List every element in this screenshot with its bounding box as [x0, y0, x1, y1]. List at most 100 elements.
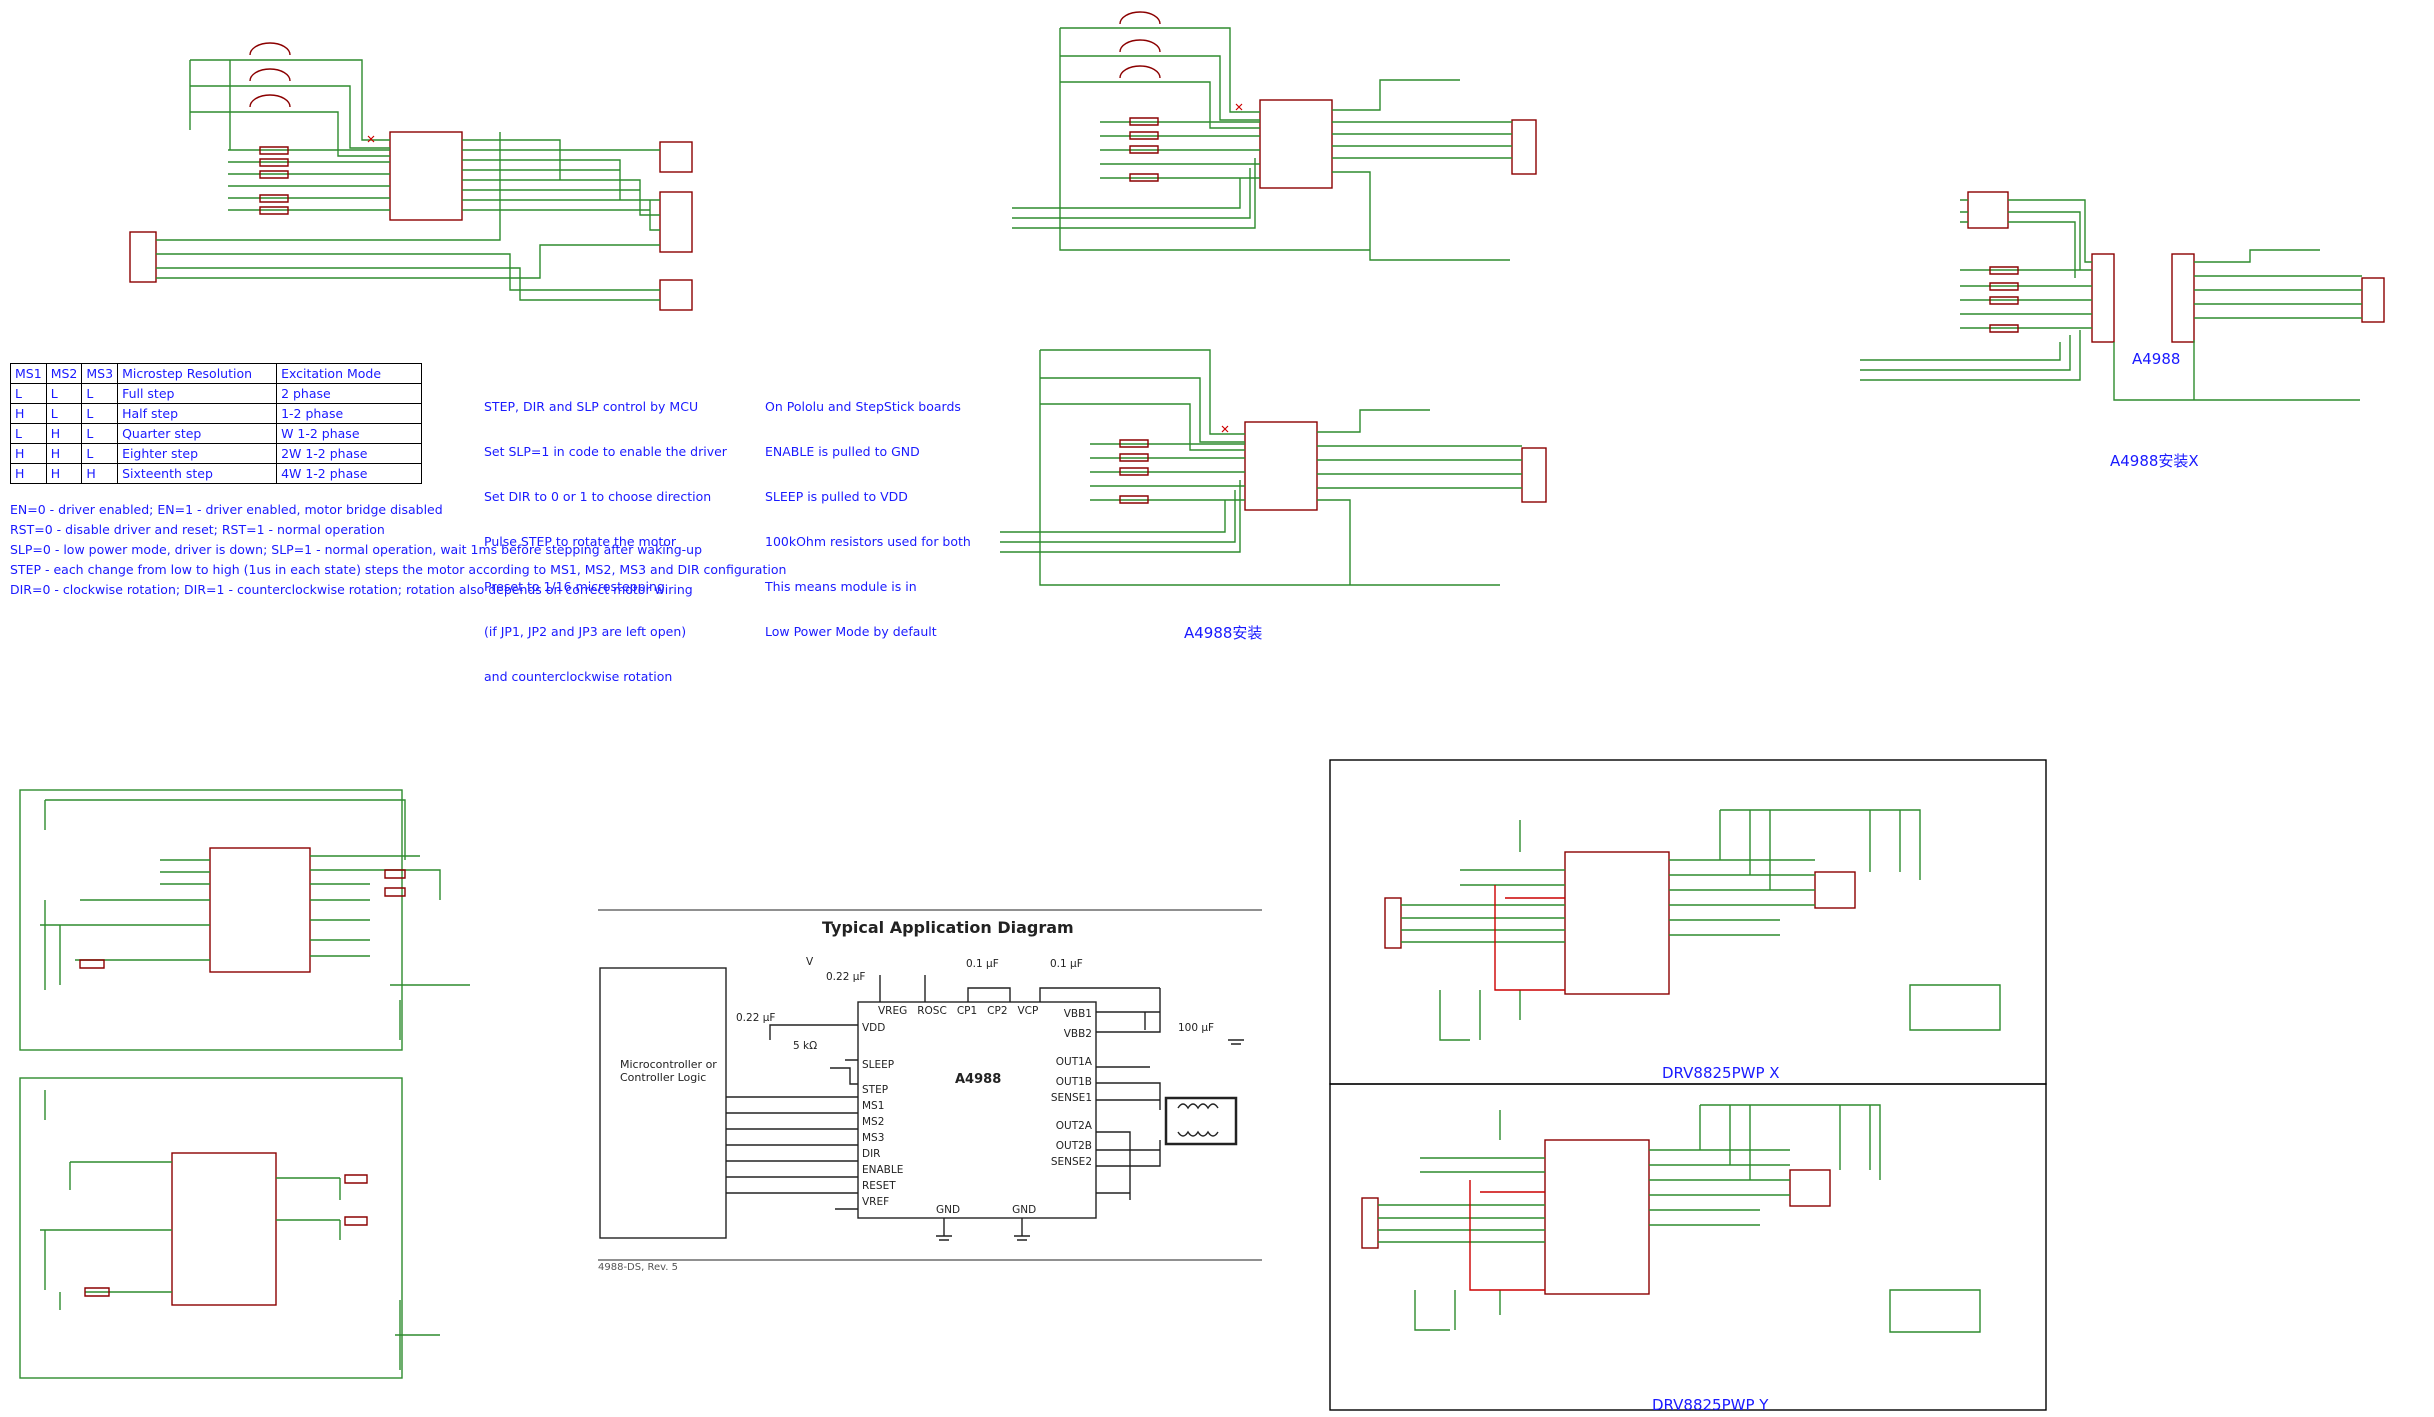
note-line: and counterclockwise rotation	[484, 669, 673, 684]
table-cell: L	[45, 383, 83, 404]
tad-pin: STEP	[862, 1084, 889, 1096]
pololu-notes: On Pololu and StepStick boards ENABLE is…	[765, 369, 971, 654]
note-line: 100kOhm resistors used for both	[765, 534, 971, 549]
tad-pin: OUT1A	[1055, 1056, 1092, 1068]
col-ms3: MS3	[81, 363, 119, 384]
table-cell: Full step	[117, 383, 278, 404]
u1-jumpers	[249, 42, 291, 108]
table-cell: H	[45, 443, 83, 464]
table-cell: L	[10, 423, 47, 444]
tad-pin: DIR	[862, 1148, 881, 1160]
note-line: (if JP1, JP2 and JP3 are left open)	[484, 624, 687, 639]
tad-pin: ENABLE	[862, 1164, 904, 1176]
col-ms2: MS2	[45, 363, 83, 384]
typical-diagram-title: Typical Application Diagram	[822, 918, 1074, 937]
tad-cap1-label: 0.22 µF	[826, 971, 866, 983]
tad-a4988-box	[857, 1001, 1097, 1219]
table-cell: 1-2 phase	[276, 403, 423, 424]
u5-section	[19, 1077, 440, 1379]
h4-connector	[1521, 447, 1547, 503]
tad-pin: MS2	[862, 1116, 885, 1128]
u10-resistors	[1129, 117, 1159, 182]
note-rst: RST=0 - disable driver and reset; RST=1 …	[10, 522, 385, 537]
tad-pin: VREF	[862, 1196, 890, 1208]
section-title-a4988-install: A4988安装	[1184, 624, 1263, 642]
table-row: L H L Quarter step W 1-2 phase	[10, 423, 423, 444]
table-cell: Eighter step	[117, 443, 278, 464]
tad-pin: VDD	[862, 1022, 886, 1034]
u10-wires	[1012, 27, 1512, 261]
section-title-a4988-install-x: A4988安装X	[2110, 452, 2199, 470]
note-line: This means module is in	[765, 579, 917, 594]
h2-connector	[1361, 1197, 1379, 1249]
note-en: EN=0 - driver enabled; EN=1 - driver ena…	[10, 502, 443, 517]
j1-connector	[1967, 191, 2009, 229]
tad-pin: VBB1	[1063, 1008, 1092, 1020]
drv-x-chip	[1564, 851, 1670, 995]
u4-socket	[2171, 253, 2195, 343]
tad-left-pins: VDD SLEEP STEP MS1 MS2 MS3 DIR ENABLE RE…	[862, 1020, 903, 1210]
u1-chip	[389, 131, 463, 221]
table-cell: W 1-2 phase	[276, 423, 423, 444]
table-cell: H	[45, 463, 83, 484]
p2-connector	[659, 141, 693, 173]
table-cell: L	[81, 383, 119, 404]
u5-resistors	[84, 1174, 368, 1297]
u9-resistors	[79, 869, 406, 969]
u11-wires	[1000, 349, 1522, 586]
tad-pin: VBB2	[1063, 1028, 1092, 1040]
typical-diagram-footer: 4988-DS, Rev. 5	[598, 1262, 678, 1273]
table-cell: 2 phase	[276, 383, 423, 404]
control-notes: STEP, DIR and SLP control by MCU Set SLP…	[484, 369, 727, 699]
table-cell: Half step	[117, 403, 278, 424]
table-cell: 4W 1-2 phase	[276, 463, 423, 484]
p1-connector	[659, 191, 693, 253]
note-line: Pulse STEP to rotate the motor	[484, 534, 677, 549]
tad-bottom-pins: GND GND	[936, 1204, 1036, 1216]
table-cell: H	[45, 423, 83, 444]
table-cell: H	[10, 443, 47, 464]
drv-x-section	[1329, 759, 2047, 1085]
u5-wires	[40, 1090, 440, 1370]
note-slp: SLP=0 - low power mode, driver is down; …	[10, 542, 703, 557]
tad-vdd-label: V	[806, 956, 814, 968]
tad-pin: ROSC	[917, 1005, 947, 1017]
u5-chip	[171, 1152, 277, 1306]
tad-pin: GND	[936, 1204, 961, 1216]
u1-wires	[156, 59, 660, 301]
drv-y-section	[1329, 1083, 2047, 1411]
tad-chip-label: A4988	[955, 1072, 1002, 1087]
table-row: H H L Eighter step 2W 1-2 phase	[10, 443, 423, 464]
u11-section	[1000, 349, 1547, 586]
table-cell: L	[45, 403, 83, 424]
tad-pin: MS1	[862, 1100, 885, 1112]
tad-pin: MS3	[862, 1132, 885, 1144]
table-row: H L L Half step 1-2 phase	[10, 403, 423, 424]
tad-top-pins: VREG ROSC CP1 CP2 VCP	[878, 1005, 1038, 1017]
note-line: Set SLP=1 in code to enable the driver	[484, 444, 727, 459]
u10-section	[1012, 11, 1537, 261]
tad-ground-symbols	[936, 1039, 1244, 1241]
tad-cap5-label: 100 µF	[1178, 1022, 1215, 1034]
section-title-drv-y: DRV8825PWP Y	[1652, 1396, 1769, 1414]
drv-y-red-wires	[1469, 1180, 1545, 1291]
tad-cap3-label: 0.1 µF	[1050, 958, 1083, 970]
tad-pin: OUT2A	[1055, 1120, 1092, 1132]
no-connect-markers	[367, 103, 1243, 433]
col-excitation: Excitation Mode	[276, 363, 423, 384]
a4988-x-section	[1860, 191, 2385, 401]
u5-border	[19, 1077, 403, 1379]
tad-pin: GND	[1012, 1204, 1037, 1216]
col-ms1: MS1	[10, 363, 47, 384]
table-cell: L	[81, 423, 119, 444]
typical-app-diagram	[598, 909, 1262, 1261]
u9-chip	[209, 847, 311, 973]
note-line: Set DIR to 0 or 1 to choose direction	[484, 489, 712, 504]
tad-pin: SENSE2	[1050, 1156, 1092, 1168]
h1-connector	[2361, 277, 2385, 323]
a4988-x-resistors	[1989, 266, 2019, 333]
section-title-drv-x: DRV8825PWP X	[1662, 1064, 1780, 1082]
section-title-a4988: A4988	[2132, 350, 2181, 368]
u9-section	[19, 789, 470, 1051]
j2-connector	[1814, 871, 1856, 909]
